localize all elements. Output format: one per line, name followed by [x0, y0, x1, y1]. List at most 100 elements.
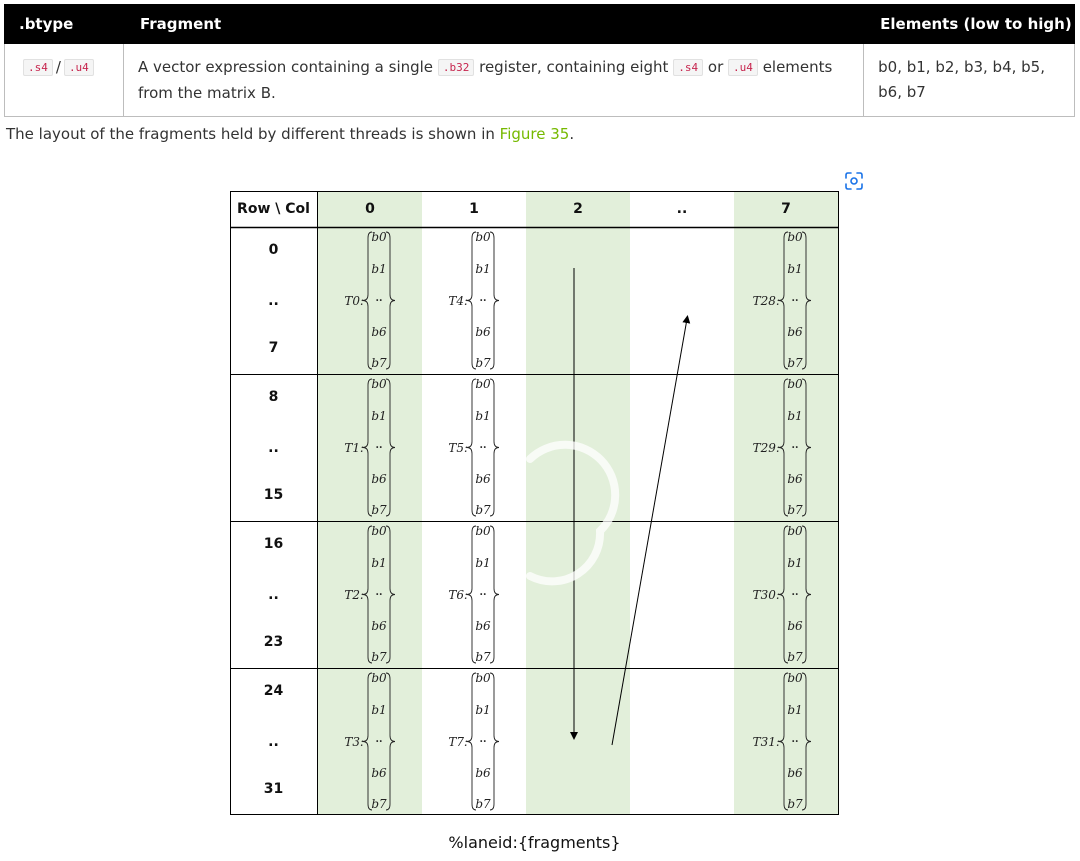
left-brace [362, 231, 373, 370]
left-brace [466, 231, 477, 370]
right-brace [489, 672, 500, 811]
right-brace [385, 231, 396, 370]
fragment-element: b0 [371, 524, 387, 538]
fragment-element: b1 [787, 703, 803, 717]
row-label-0-2: 7 [268, 340, 279, 356]
fragment-element: b0 [371, 671, 387, 685]
fragment-element: b0 [787, 230, 803, 244]
fragment-element: .. [375, 440, 383, 451]
row-label-2-2: 23 [263, 634, 284, 650]
fragment-text-1: A vector expression containing a single [137, 58, 434, 76]
code-s4: .s4 [23, 59, 53, 76]
reference-end: . [569, 125, 575, 143]
fragment-element: b0 [475, 524, 491, 538]
left-brace [466, 672, 477, 811]
fragment-element: b6 [787, 472, 803, 486]
fragment-element: b7 [475, 356, 491, 370]
thread-label: T1: [344, 441, 364, 455]
left-brace [466, 525, 477, 664]
col-header-3: .. [676, 201, 688, 217]
code-b32: .b32 [437, 59, 475, 76]
fragment-element: b7 [371, 650, 387, 664]
fragment-text-4: elements from the matrix B. [137, 58, 833, 102]
right-brace [801, 378, 812, 517]
header-elements: Elements (low to high) [863, 4, 1075, 44]
code-s4-inline: .s4 [673, 59, 704, 76]
fragment-element: b0 [787, 671, 803, 685]
fragment-element: b7 [371, 503, 387, 517]
fragment-element: b7 [475, 503, 491, 517]
right-brace [385, 525, 396, 664]
fragment-element: b7 [475, 650, 491, 664]
thread-label: T31: [752, 735, 780, 749]
fragment-text-3: or [707, 58, 724, 76]
right-brace [801, 231, 812, 370]
fragment-element: b6 [371, 619, 387, 633]
fragment-element: b7 [787, 356, 803, 370]
col-header-0: 0 [365, 201, 375, 217]
corner-label: Row \ Col [237, 201, 310, 217]
code-u4: .u4 [63, 59, 94, 76]
fragment-element: b6 [371, 472, 387, 486]
thread-label: T7: [448, 735, 468, 749]
thread-label: T4: [448, 294, 468, 308]
right-brace [489, 525, 500, 664]
fragment-element: b7 [787, 797, 803, 811]
thread-label: T5: [448, 441, 468, 455]
fragment-element: b1 [371, 409, 387, 423]
fragment-element: b0 [475, 377, 491, 391]
header-fragment: Fragment [122, 4, 865, 44]
fragment-element: b7 [475, 797, 491, 811]
right-brace [489, 231, 500, 370]
thread-label: T0: [344, 294, 364, 308]
col-header-4: 7 [781, 201, 791, 217]
btype-separator: / [55, 58, 61, 76]
fragment-element: b0 [475, 671, 491, 685]
fragment-element: .. [375, 587, 383, 598]
fragment-element: b1 [787, 409, 803, 423]
thread-label: T6: [448, 588, 468, 602]
thread-label: T3: [344, 735, 364, 749]
btype-fragment-table: .btype Fragment Elements (low to high) .… [4, 4, 1075, 117]
fragment-element: .. [791, 440, 799, 451]
fragment-element: b1 [787, 556, 803, 570]
cell-btype: .s4/.u4 [4, 43, 124, 117]
left-brace [362, 672, 373, 811]
arrow-diagonal-up [611, 315, 691, 746]
col-header-1: 1 [469, 201, 479, 217]
figure-reference-line: The layout of the fragments held by diff… [6, 125, 574, 143]
fragment-element: b6 [787, 766, 803, 780]
thread-label: T28: [752, 294, 780, 308]
fragment-element: b6 [371, 766, 387, 780]
table-header-row: .btype Fragment Elements (low to high) [4, 4, 1075, 44]
fragment-element: b0 [475, 230, 491, 244]
left-brace [466, 378, 477, 517]
row-label-0-0: 0 [268, 242, 279, 258]
right-brace [385, 672, 396, 811]
left-brace [362, 378, 373, 517]
row-label-3-0: 24 [263, 683, 284, 699]
fragment-element: b0 [787, 524, 803, 538]
fragment-element: b7 [371, 797, 387, 811]
row-label-2-0: 16 [263, 536, 284, 552]
fragment-element: b7 [371, 356, 387, 370]
thread-label: T30: [752, 588, 780, 602]
figure-35-link[interactable]: Figure 35 [499, 125, 570, 143]
fragment-element: b6 [475, 325, 491, 339]
fragment-element: .. [479, 440, 487, 451]
row-label-3-1: .. [268, 734, 279, 750]
left-brace [778, 231, 789, 370]
fragment-element: b6 [475, 472, 491, 486]
fragment-element: b1 [475, 409, 491, 423]
right-brace [801, 672, 812, 811]
image-expand-icon[interactable] [843, 170, 865, 192]
fragment-element: .. [375, 293, 383, 304]
code-u4-inline: .u4 [728, 59, 758, 76]
cell-fragment: A vector expression containing a single … [122, 43, 865, 117]
left-brace [362, 525, 373, 664]
cell-elements: b0, b1, b2, b3, b4, b5, b6, b7 [863, 43, 1075, 117]
row-label-3-2: 31 [263, 781, 284, 797]
left-brace [778, 525, 789, 664]
col-header-2: 2 [573, 201, 583, 217]
